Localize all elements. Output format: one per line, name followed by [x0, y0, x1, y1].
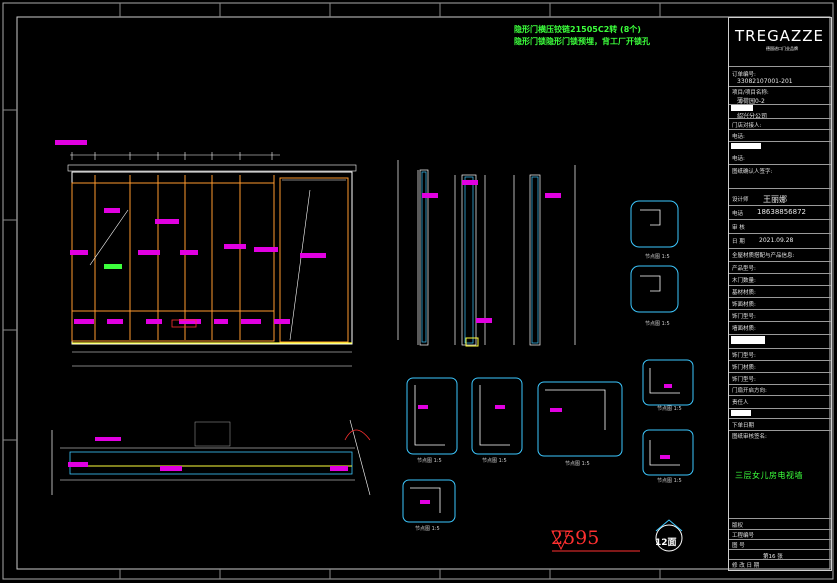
designer-value: 王丽娜: [763, 195, 787, 204]
detail-label-5: 节点图 1:5: [565, 461, 590, 467]
date-label: 日 期: [732, 239, 745, 245]
detail-label-7: 节点图 1:5: [657, 478, 682, 484]
detail-label-6: 节点图 1:5: [657, 406, 682, 412]
date-value: 2021.09.28: [759, 237, 794, 244]
detail-label-8: 节点图 1:5: [415, 526, 440, 532]
phone-label: 电话:: [732, 134, 745, 140]
field-3: 饰面材质:: [732, 302, 756, 308]
project-value: 薄荷园0-2: [737, 98, 765, 105]
field2-1: 饰门材质:: [732, 365, 756, 371]
page-number: 第16 张: [763, 554, 783, 560]
tel-label: 电话: [732, 211, 744, 217]
detail-label-1: 节点图 1:5: [645, 254, 670, 260]
plan-view: [51, 419, 371, 496]
product-info-label: 全屋材质搭配与产品信息:: [732, 253, 795, 259]
bottom-label-1: 工程编号: [732, 533, 755, 539]
brand-logo: TREGAZZE: [735, 27, 824, 45]
field-1: 木门数量:: [732, 278, 756, 284]
contact-label: 门店对接人:: [732, 123, 762, 129]
field3-0: 门扇开启方向:: [732, 388, 767, 394]
field2-2: 饰门型号:: [732, 377, 756, 383]
detail-nodes: [402, 200, 694, 523]
tel-value: 18638856872: [757, 208, 806, 216]
detail-label-3: 节点图 1:5: [417, 458, 442, 464]
section-marker-label: 12面: [655, 538, 677, 548]
section-marker-circle: [655, 524, 683, 552]
bottom-label-3: 修 改 日 期: [732, 563, 760, 569]
main-elevation: [55, 140, 357, 367]
order-no-value: 33082107001-201: [737, 78, 793, 85]
detail-label-2: 节点图 1:5: [645, 321, 670, 327]
order-no-label: 订单编号:: [732, 72, 756, 78]
side-sections: [397, 160, 576, 346]
field3-1: 责任人: [732, 400, 749, 406]
sign-label: 图纸确认人签字:: [732, 169, 773, 175]
company-value: 绍兴分公司: [737, 113, 768, 120]
sheet-border-inner: [16, 16, 831, 570]
field4-0: 下单日期: [732, 423, 755, 429]
room-name: 三层女儿房电视墙: [735, 471, 803, 480]
elevation-triangle: [551, 530, 571, 551]
field2-0: 饰门型号:: [732, 353, 756, 359]
bottom-label-0: 版权: [732, 523, 744, 529]
field-5: 墙面材质:: [732, 326, 756, 332]
review-label: 审 核: [732, 225, 745, 231]
brand-logo-sub: 德国进口门业品牌: [766, 46, 798, 51]
title-block: TREGAZZE 德国进口门业品牌 订单编号: 33082107001-201 …: [728, 17, 832, 571]
border-ticks: [3, 3, 661, 579]
hinge-note: 隐形门横压铰链21505C2转 (8个): [514, 25, 641, 34]
project-label: 项目/项目名称:: [732, 90, 769, 96]
bottom-label-2: 图 号: [732, 543, 745, 549]
phone2-label: 电话:: [732, 156, 745, 162]
lock-note: 隐形门锁隐形门锁预埋，背工厂开锁孔: [514, 37, 650, 46]
field-0: 产品型号:: [732, 266, 756, 272]
designer-label: 设计师: [732, 197, 749, 203]
field-4: 饰门型号:: [732, 314, 756, 320]
field4-1: 图纸审核签名:: [732, 434, 767, 440]
field-2: 基材材质:: [732, 290, 756, 296]
elevation-value: 2595: [551, 527, 600, 549]
detail-label-4: 节点图 1:5: [482, 458, 507, 464]
